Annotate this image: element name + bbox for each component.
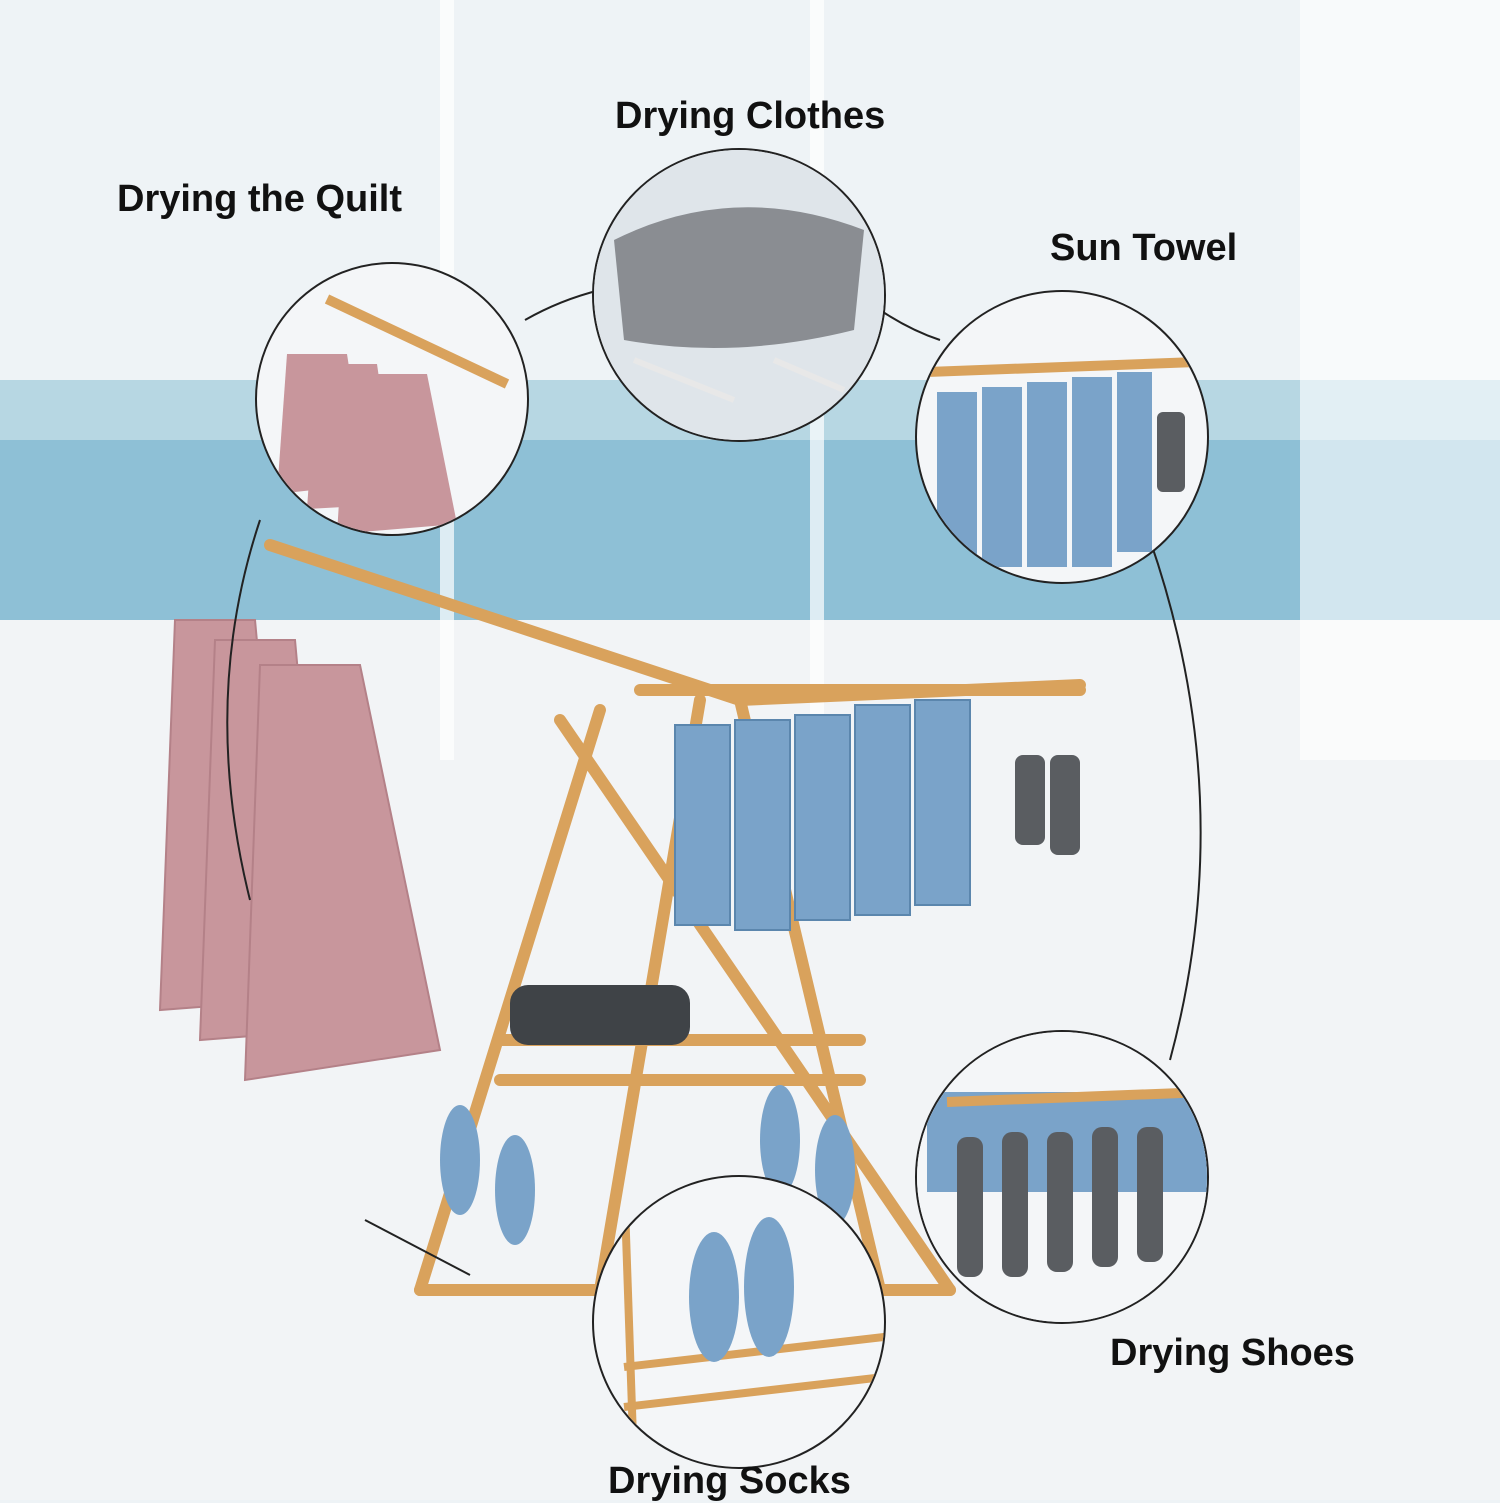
label-drying-the-quilt: Drying the Quilt	[117, 178, 402, 220]
label-drying-socks: Drying Socks	[608, 1460, 851, 1502]
callout-towel	[915, 290, 1209, 584]
callout-socks	[592, 1175, 886, 1469]
callout-shoes	[915, 1030, 1209, 1324]
callout-clothes	[592, 148, 886, 442]
label-sun-towel: Sun Towel	[1050, 227, 1238, 269]
callout-quilt	[255, 262, 529, 536]
label-drying-shoes: Drying Shoes	[1110, 1332, 1355, 1374]
label-drying-clothes: Drying Clothes	[615, 95, 886, 137]
